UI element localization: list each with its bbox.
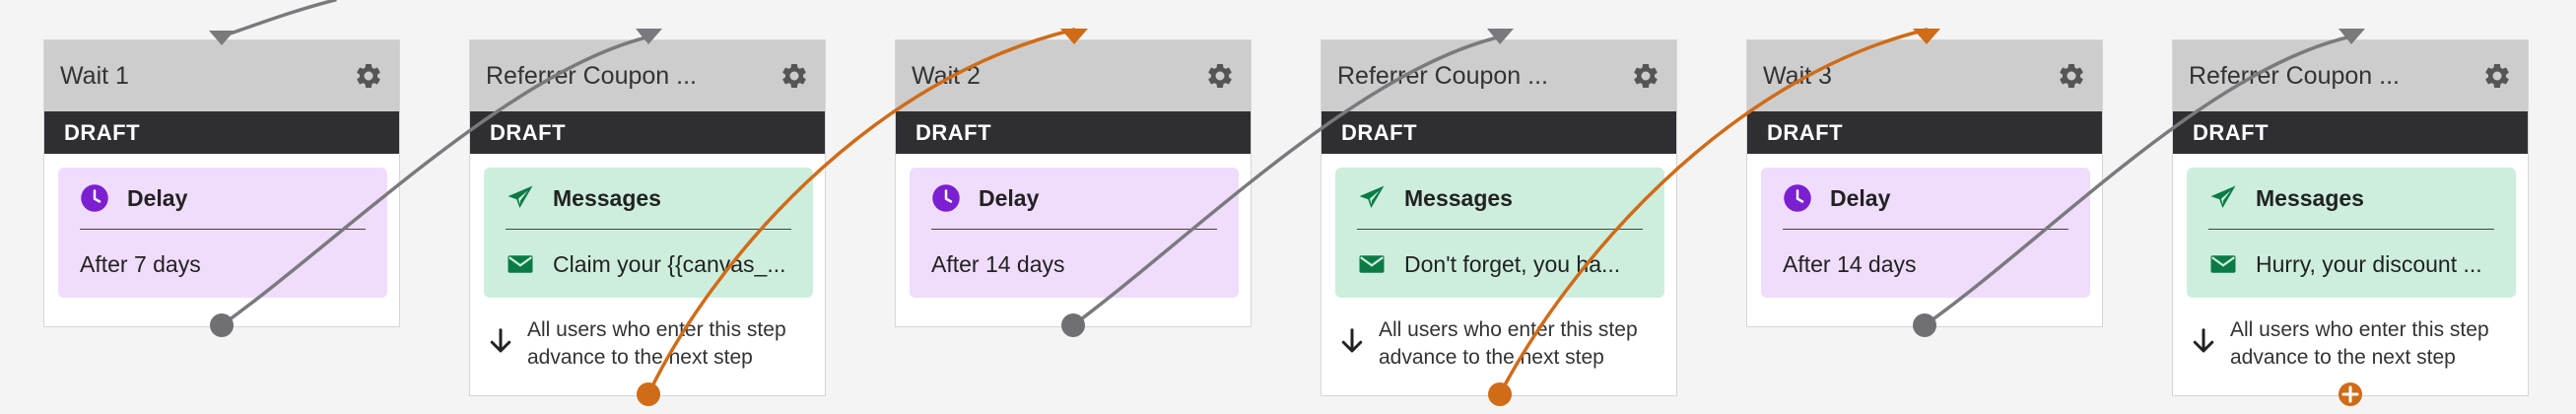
status-badge: DRAFT [470, 111, 825, 154]
gear-icon[interactable] [780, 61, 809, 91]
step-card-wait-1[interactable]: Wait 1 DRAFT Delay After 7 days [43, 39, 400, 327]
gear-icon[interactable] [1205, 61, 1235, 91]
component-heading: Messages [2256, 184, 2364, 211]
gear-icon[interactable] [2057, 61, 2086, 91]
delay-component[interactable]: Delay After 14 days [910, 168, 1239, 298]
paper-plane-icon [1359, 185, 1385, 208]
component-heading: Messages [553, 184, 661, 211]
component-heading: Delay [127, 184, 188, 211]
delay-duration: After 14 days [931, 250, 1065, 277]
advancement-text: All users who enter this step advance to… [1379, 318, 1638, 369]
step-header: Referrer Coupon ... [470, 40, 825, 111]
component-heading: Messages [1404, 184, 1513, 211]
messages-component[interactable]: Messages Claim your {{canvas_... [484, 168, 813, 298]
message-subject: Claim your {{canvas_... [553, 250, 786, 277]
status-badge: DRAFT [896, 111, 1251, 154]
gear-icon[interactable] [2482, 61, 2512, 91]
clock-icon [81, 184, 108, 212]
delay-duration: After 7 days [80, 250, 201, 277]
advancement-rule: All users who enter this step advance to… [484, 316, 813, 372]
status-badge: DRAFT [1322, 111, 1676, 154]
envelope-icon [1359, 255, 1385, 273]
advancement-rule: All users who enter this step advance to… [1335, 316, 1664, 372]
step-card-referrer-coupon-3[interactable]: Referrer Coupon ... DRAFT Messages Hurry… [2172, 39, 2529, 396]
step-title: Wait 1 [60, 61, 129, 90]
advancement-rule: All users who enter this step advance to… [2187, 316, 2516, 372]
message-subject: Don't forget, you ha... [1404, 250, 1621, 277]
step-title: Wait 3 [1763, 61, 1832, 90]
clock-icon [932, 184, 960, 212]
step-header: Wait 1 [44, 40, 399, 111]
status-badge: DRAFT [1747, 111, 2102, 154]
messages-component[interactable]: Messages Don't forget, you ha... [1335, 168, 1664, 298]
delay-component[interactable]: Delay After 7 days [58, 168, 387, 298]
step-header: Referrer Coupon ... [1322, 40, 1676, 111]
envelope-icon [2210, 255, 2236, 273]
step-title: Wait 2 [912, 61, 981, 90]
step-card-wait-3[interactable]: Wait 3 DRAFT Delay After 14 days [1746, 39, 2103, 327]
component-heading: Delay [1830, 184, 1891, 211]
step-title: Referrer Coupon ... [2189, 61, 2400, 90]
advancement-text: All users who enter this step advance to… [527, 318, 786, 369]
paper-plane-icon [508, 185, 533, 208]
messages-component[interactable]: Messages Hurry, your discount ... [2187, 168, 2516, 298]
clock-icon [1784, 184, 1811, 212]
delay-component[interactable]: Delay After 14 days [1761, 168, 2090, 298]
step-card-referrer-coupon-1[interactable]: Referrer Coupon ... DRAFT Messages Claim… [469, 39, 826, 396]
status-badge: DRAFT [44, 111, 399, 154]
step-title: Referrer Coupon ... [1337, 61, 1548, 90]
advancement-text: All users who enter this step advance to… [2230, 318, 2489, 369]
incoming-connector [220, 0, 337, 38]
gear-icon[interactable] [1631, 61, 1661, 91]
arrow-down-icon [490, 328, 511, 353]
step-header: Wait 3 [1747, 40, 2102, 111]
step-header: Referrer Coupon ... [2173, 40, 2528, 111]
arrow-down-icon [2193, 328, 2214, 353]
status-badge: DRAFT [2173, 111, 2528, 154]
gear-icon[interactable] [354, 61, 383, 91]
step-header: Wait 2 [896, 40, 1251, 111]
step-title: Referrer Coupon ... [486, 61, 697, 90]
message-subject: Hurry, your discount ... [2256, 250, 2482, 277]
paper-plane-icon [2210, 185, 2236, 208]
arrow-down-icon [1341, 328, 1363, 353]
delay-duration: After 14 days [1783, 250, 1917, 277]
component-heading: Delay [979, 184, 1040, 211]
step-card-referrer-coupon-2[interactable]: Referrer Coupon ... DRAFT Messages Don't… [1321, 39, 1677, 396]
step-card-wait-2[interactable]: Wait 2 DRAFT Delay After 14 days [895, 39, 1252, 327]
envelope-icon [508, 255, 533, 273]
